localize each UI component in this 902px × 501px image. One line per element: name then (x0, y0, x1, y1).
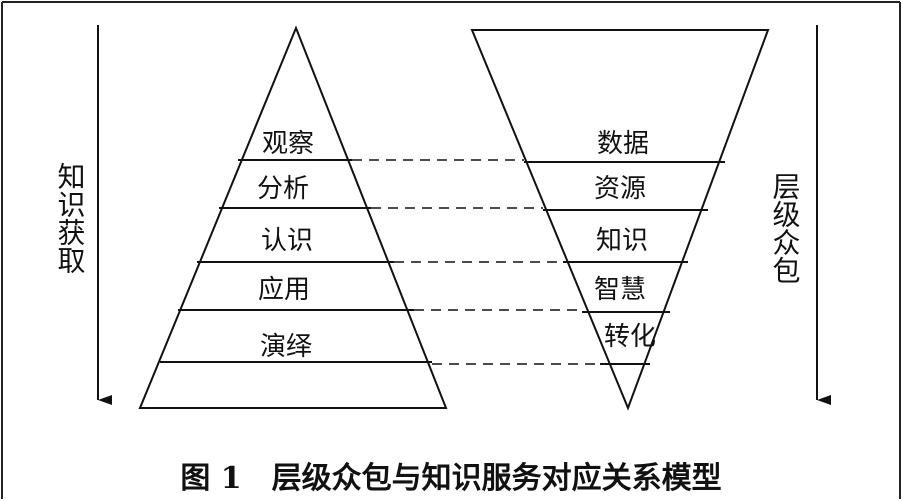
pyramid-level-1: 观察 (262, 129, 314, 159)
inverted-level-5: 转化 (604, 322, 656, 352)
pyramid-level-4: 应用 (258, 275, 310, 305)
pyramid-level-2: 分析 (257, 174, 309, 204)
inverted-level-4: 智慧 (594, 275, 646, 305)
crowdsourcing-inverted-pyramid (470, 29, 770, 411)
pyramid-level-3: 认识 (261, 226, 313, 256)
pyramid-level-5: 演绎 (260, 332, 312, 362)
knowledge-pyramid (138, 25, 448, 409)
left-axis-label: 知识获取 (54, 162, 87, 274)
right-axis-label: 层级众包 (769, 172, 802, 284)
inverted-level-3: 知识 (596, 226, 648, 256)
inverted-level-2: 资源 (594, 174, 646, 204)
figure-caption: 图 1 层级众包与知识服务对应关系模型 (180, 461, 721, 496)
inverted-level-1: 数据 (597, 129, 649, 159)
